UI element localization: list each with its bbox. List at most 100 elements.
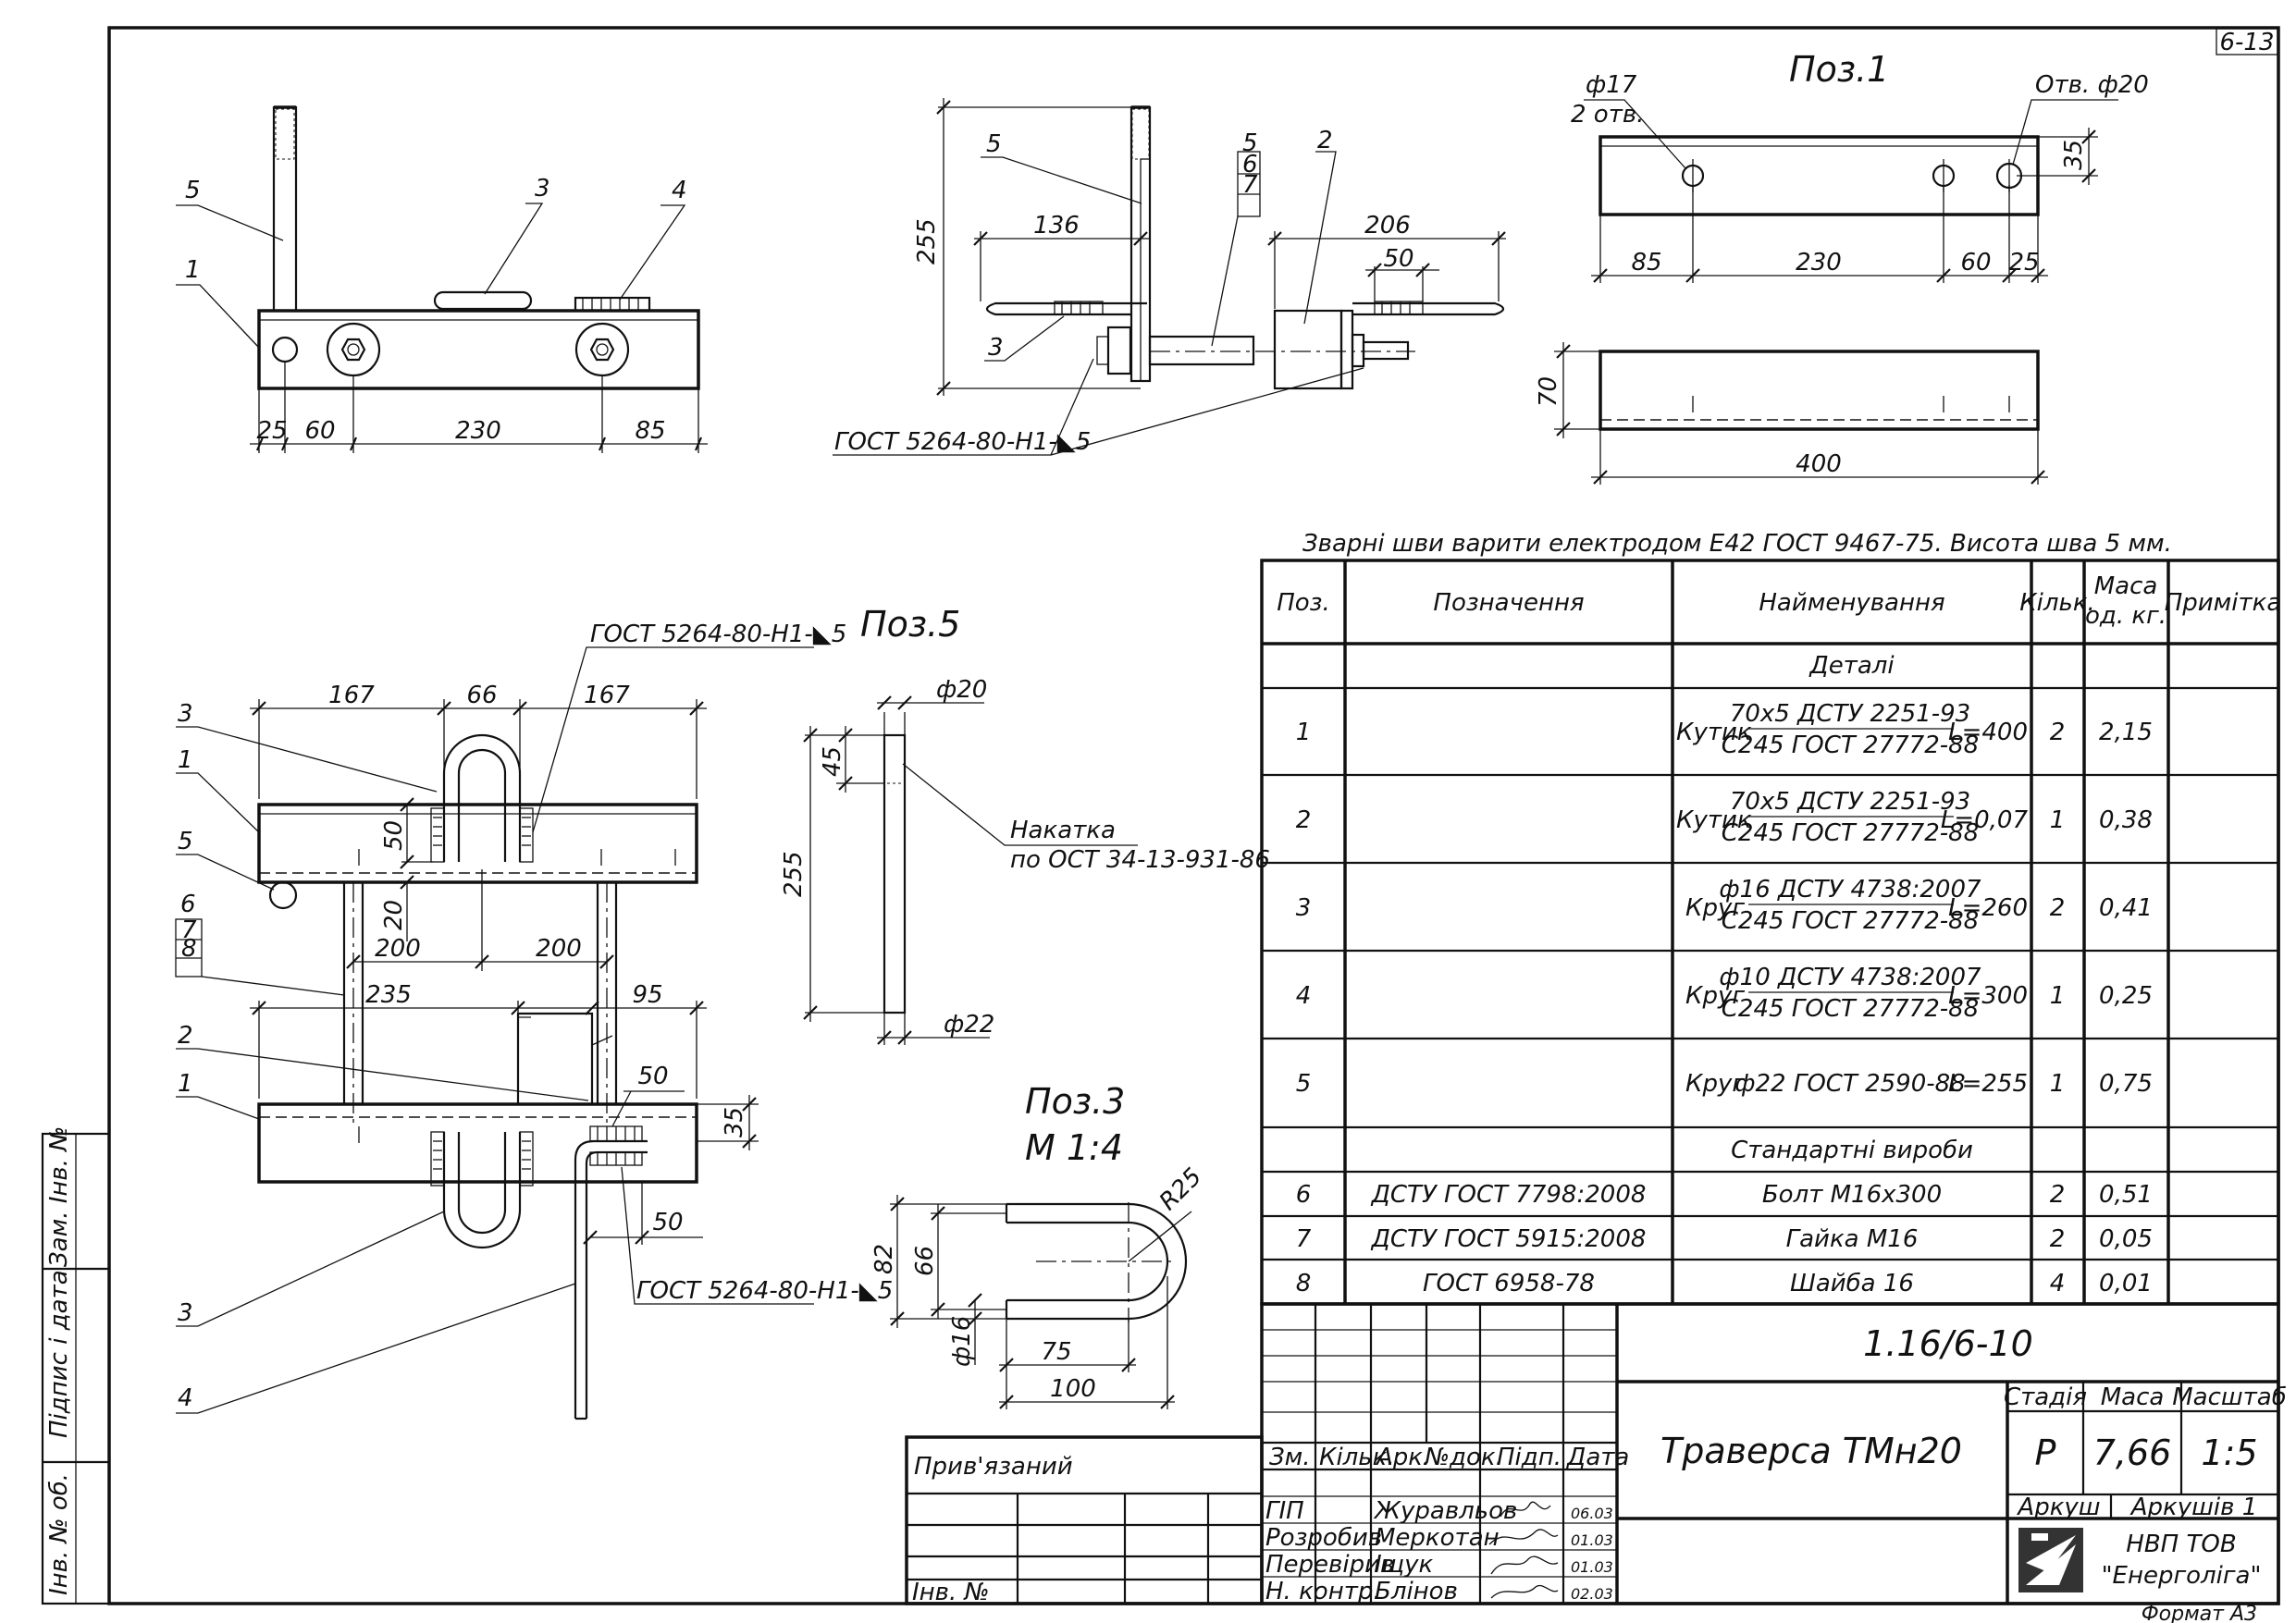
tb-stage: Р bbox=[2035, 1432, 2056, 1473]
plan-dim-235: 235 bbox=[365, 981, 412, 1009]
spec-row-3-top: ф16 ДСТУ 4738:2007 bbox=[1719, 876, 1981, 904]
spec-row-2-top: 70х5 ДСТУ 2251-93 bbox=[1730, 788, 1970, 816]
std-row-8-designation: ГОСТ 6958-78 bbox=[1423, 1270, 1595, 1297]
left-stamp: Зам. Інв. № Підпис і дата Інв. № об. bbox=[41, 1126, 111, 1605]
pos5-d22: ф22 bbox=[944, 1011, 994, 1039]
pos1-dim-400: 400 bbox=[1796, 450, 1842, 478]
plan-label-8: 8 bbox=[181, 935, 197, 963]
pos5-view: Поз.5 255 45 ф20 ф22 Накатка по ОСТ 34-1… bbox=[780, 604, 1270, 1045]
plan-dim-167b: 167 bbox=[584, 682, 630, 709]
pos1-view: Поз.1 ф17 2 отв. Отв. ф20 85 230 60 25 bbox=[1535, 49, 2149, 485]
tb-col-zm: Зм. bbox=[1269, 1444, 1311, 1471]
plan-dim-50: 50 bbox=[380, 820, 408, 851]
stamp-inv-sub: Зам. Інв. № bbox=[45, 1126, 73, 1267]
spec-row-2-kind: Кутик bbox=[1676, 806, 1752, 834]
spec-row-5-top: ф22 ГОСТ 2590-88 bbox=[1734, 1070, 1965, 1098]
title-block: Зм. Кільк. Арк. №док. Підп. Дата ГІП Жур… bbox=[1260, 1302, 2287, 1605]
tb-scale: 1:5 bbox=[2201, 1432, 2257, 1473]
plan-dim-167a: 167 bbox=[328, 682, 375, 709]
tb-role-check: Перевірив bbox=[1265, 1551, 1394, 1579]
view-side: 255 136 206 50 5 5 6 7 2 3 ГОСТ 5264-80-… bbox=[833, 98, 1506, 456]
hdr-qty: Кільк. bbox=[2019, 589, 2095, 617]
plan-label-4: 4 bbox=[178, 1384, 193, 1412]
spec-row-3-qty: 2 bbox=[2050, 894, 2066, 922]
std-row-7-designation: ДСТУ ГОСТ 5915:2008 bbox=[1371, 1225, 1647, 1253]
dim-230: 230 bbox=[455, 417, 501, 445]
signature-4 bbox=[1490, 1584, 1559, 1599]
spec-row: 7 ДСТУ ГОСТ 5915:2008 Гайка М16 2 0,05 bbox=[1296, 1225, 2153, 1253]
pos1-hole-count: 2 отв. bbox=[1571, 101, 1644, 129]
tb-sheet-label: Аркуш bbox=[2016, 1494, 2100, 1521]
plan-label-3b: 3 bbox=[178, 1299, 193, 1327]
pos5-knurl-std: по ОСТ 34-13-931-86 bbox=[1010, 846, 1270, 874]
plan-label-1a: 1 bbox=[178, 746, 193, 774]
std-row-8-qty: 4 bbox=[2050, 1270, 2066, 1297]
spec-row-4-pos: 4 bbox=[1296, 982, 1312, 1010]
hdr-designation: Позначення bbox=[1433, 589, 1584, 617]
pos5-knurl: Накатка bbox=[1010, 817, 1116, 844]
pos1-hole-big: Отв. ф20 bbox=[2035, 71, 2149, 99]
side-weld-note: ГОСТ 5264-80-Н1-◣5 bbox=[834, 428, 1091, 456]
spec-row-1-length: L=400 bbox=[1948, 719, 2028, 746]
spec-row-1-bottom: С245 ГОСТ 27772-88 bbox=[1722, 732, 1979, 759]
tb-stage-label: Стадія bbox=[2004, 1383, 2087, 1411]
pos3-scale: М 1:4 bbox=[1025, 1127, 1123, 1168]
plan-dim-66: 66 bbox=[466, 682, 497, 709]
spec-row-3-pos: 3 bbox=[1296, 894, 1312, 922]
tb-scale-label: Масштаб bbox=[2172, 1383, 2287, 1411]
tb-name-check: Іщук bbox=[1375, 1551, 1434, 1579]
pos1-hole-small: ф17 bbox=[1586, 71, 1637, 99]
tb-name-dev: Меркотан bbox=[1375, 1524, 1500, 1552]
spec-row-4-bottom: С245 ГОСТ 27772-88 bbox=[1722, 995, 1979, 1023]
label-4: 4 bbox=[672, 177, 687, 204]
tb-col-qty: Кільк. bbox=[1319, 1444, 1395, 1471]
spec-row-2-pos: 2 bbox=[1296, 806, 1312, 834]
pos5-title: Поз.5 bbox=[860, 604, 960, 645]
spec-row-5-kind: Круг bbox=[1685, 1070, 1745, 1098]
hdr-pos: Поз. bbox=[1277, 589, 1330, 617]
plan-dim-50b: 50 bbox=[637, 1063, 668, 1090]
spec-row-3-bottom: С245 ГОСТ 27772-88 bbox=[1722, 907, 1979, 935]
spec-row-3-kind: Круг bbox=[1685, 894, 1745, 922]
pos3-dim-66: 66 bbox=[911, 1246, 939, 1276]
tb-col-sheet: Арк. bbox=[1375, 1444, 1430, 1471]
tb-date-gip: 06.03 bbox=[1571, 1505, 1613, 1522]
dim-25: 25 bbox=[256, 417, 287, 445]
attached-block: Прив'язаний Інв. № bbox=[905, 1435, 1264, 1606]
spec-table: Поз. Позначення Найменування Кільк. Маса… bbox=[1260, 559, 2281, 1306]
std-row-6-name: Болт М16х300 bbox=[1762, 1181, 1942, 1209]
spec-row-2-bottom: С245 ГОСТ 27772-88 bbox=[1722, 819, 1979, 847]
plan-label-3a: 3 bbox=[178, 700, 193, 728]
std-row-6-designation: ДСТУ ГОСТ 7798:2008 bbox=[1371, 1181, 1647, 1209]
tb-mass: 7,66 bbox=[2093, 1432, 2172, 1473]
signature-3 bbox=[1490, 1555, 1559, 1575]
pos3-dim-100: 100 bbox=[1050, 1375, 1096, 1403]
sheet-code-box bbox=[2216, 28, 2278, 55]
section-parts: Деталі bbox=[1808, 652, 1895, 680]
dim-60: 60 bbox=[304, 417, 335, 445]
tb-role-gip: ГІП bbox=[1265, 1497, 1304, 1525]
spec-row-5-length: L=255 bbox=[1948, 1070, 2028, 1098]
view-top: 25 60 230 85 5 3 4 1 bbox=[176, 105, 708, 453]
tb-date-dev: 01.03 bbox=[1571, 1531, 1613, 1549]
spec-row-2-qty: 1 bbox=[2050, 806, 2066, 834]
std-row-6-mass: 0,51 bbox=[2099, 1181, 2153, 1209]
attached-label: Прив'язаний bbox=[914, 1453, 1073, 1481]
company-logo bbox=[2018, 1528, 2083, 1592]
spec-row-1-mass: 2,15 bbox=[2099, 719, 2153, 746]
plan-label-7: 7 bbox=[181, 916, 197, 944]
tb-person-row: Перевірив Іщук 01.03 bbox=[1265, 1551, 1613, 1579]
std-row-8-pos: 8 bbox=[1296, 1270, 1312, 1297]
weld-note: Зварні шви варити електродом Е42 ГОСТ 94… bbox=[1302, 530, 2172, 558]
spec-row: 8 ГОСТ 6958-78 Шайба 16 4 0,01 bbox=[1296, 1270, 2153, 1297]
label-5: 5 bbox=[185, 177, 201, 204]
dim-136: 136 bbox=[1033, 212, 1080, 240]
plan-label-2: 2 bbox=[178, 1022, 193, 1050]
dim-50-side: 50 bbox=[1383, 245, 1413, 273]
spec-row: 3 Круг ф16 ДСТУ 4738:2007 С245 ГОСТ 2777… bbox=[1296, 876, 2153, 935]
tb-date-check: 01.03 bbox=[1571, 1558, 1613, 1576]
sheet-code: 6-13 bbox=[2219, 29, 2274, 56]
pos5-dim-255: 255 bbox=[780, 851, 808, 897]
pos3-dim-75: 75 bbox=[1041, 1338, 1071, 1366]
